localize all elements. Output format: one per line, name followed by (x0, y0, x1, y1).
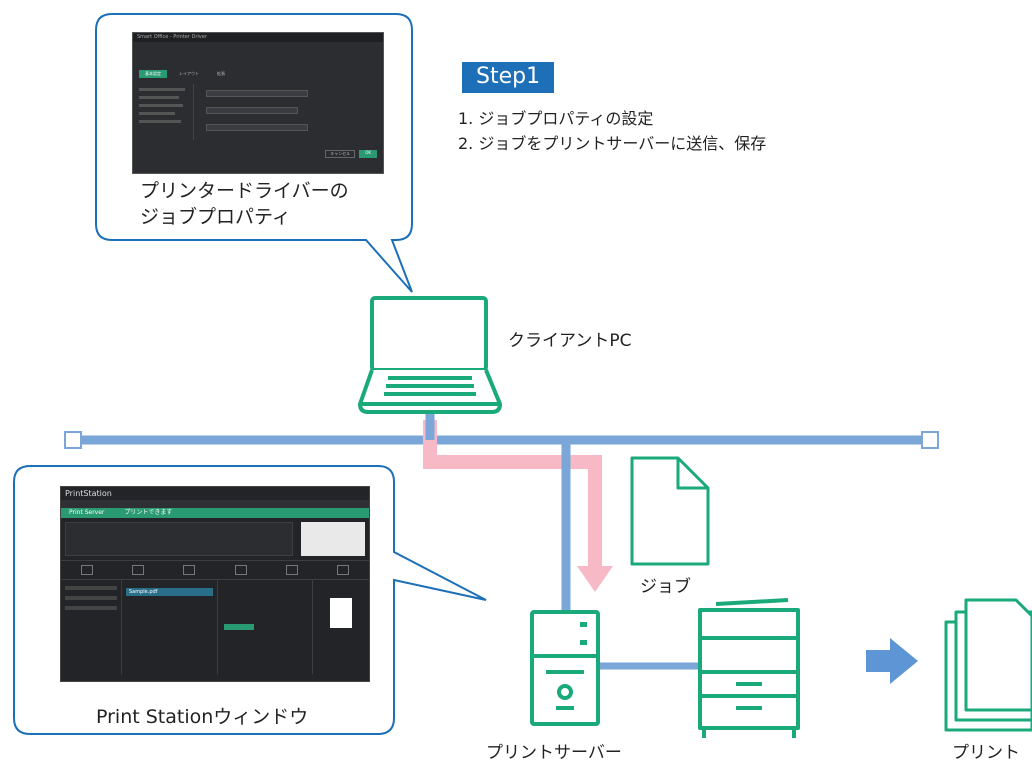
driver-tab-basic: 基本設定 (139, 70, 167, 78)
step-list: 1. ジョブプロパティの設定 2. ジョブをプリントサーバーに送信、保存 (458, 106, 766, 156)
printer-icon (698, 598, 800, 738)
print-station-detail-pane (218, 580, 313, 674)
step-item-2: 2. ジョブをプリントサーバーに送信、保存 (458, 134, 767, 153)
driver-settings-panel (194, 84, 377, 140)
server-lights (580, 622, 587, 645)
print-station-folder-pane (61, 580, 122, 674)
network-terminal-right (921, 431, 939, 449)
step-badge: Step1 (462, 62, 555, 93)
print-station-job-row: Sample.pdf (126, 588, 213, 596)
output-label: プリント (952, 743, 1020, 763)
driver-dialog-titlebar: Smart Office - Printer Driver (133, 33, 383, 42)
driver-side-list (139, 84, 194, 140)
job-label: ジョブ (640, 577, 691, 597)
print-station-job-list: Sample.pdf (122, 580, 218, 674)
job-document-icon (630, 456, 710, 566)
client-pc-label: クライアントPC (508, 331, 632, 351)
print-station-server-bar: Print Server プリントできます (61, 508, 369, 518)
print-station-preview-pane (313, 580, 369, 674)
print-station-server-name: Print Server (69, 509, 105, 516)
station-callout-title: Print Stationウィンドウ (96, 706, 309, 728)
driver-tab-advanced: 拡張 (217, 71, 225, 76)
driver-cancel-button: キャンセル (325, 150, 356, 158)
print-station-status: プリントできます (124, 509, 173, 516)
output-arrow (866, 638, 918, 684)
network-terminal-left (64, 431, 82, 449)
driver-ok-button: OK (359, 150, 377, 158)
prints-stack-icon (944, 598, 1032, 732)
printer-thumbnail (301, 522, 365, 556)
driver-callout-title-line1: プリンタードライバーの (140, 180, 349, 202)
driver-callout-title-line2: ジョブプロパティ (140, 206, 291, 228)
driver-callout-title: プリンタードライバーの ジョブプロパティ (140, 178, 349, 230)
step-item-1: 1. ジョブプロパティの設定 (458, 109, 654, 128)
keyboard-icon (384, 376, 476, 396)
print-server-label: プリントサーバー (486, 743, 622, 763)
print-station-screenshot: PrintStation Print Server プリントできます Sampl… (60, 486, 370, 682)
driver-tab-layout: レイアウト (179, 71, 199, 76)
driver-dialog-screenshot: Smart Office - Printer Driver 基本設定 レイアウト… (132, 32, 384, 174)
job-flow-path (423, 420, 602, 568)
job-flow-arrowhead (577, 566, 613, 592)
server-icon (530, 610, 600, 726)
print-station-app-title: PrintStation (65, 489, 112, 498)
